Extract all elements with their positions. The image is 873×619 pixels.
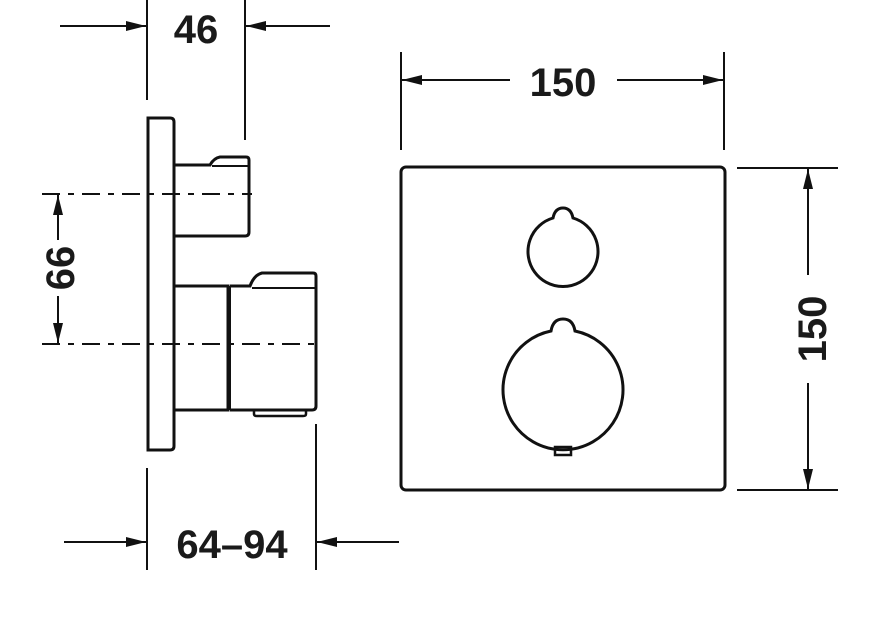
front-view: 150 150 xyxy=(399,52,838,492)
dim-label-46: 46 xyxy=(174,8,219,52)
dim-label-66: 66 xyxy=(39,246,83,291)
dim-label-64-94: 64–94 xyxy=(176,523,288,567)
dim-label-width-150: 150 xyxy=(530,61,597,105)
side-view: 46 66 64–94 xyxy=(39,0,399,570)
dim-label-height-150: 150 xyxy=(791,296,835,363)
small-knob-icon xyxy=(526,206,600,288)
large-knob-tab xyxy=(553,445,573,457)
square-cover-plate xyxy=(399,165,727,492)
lower-knob-body xyxy=(175,284,230,412)
cover-plate-profile xyxy=(146,116,176,452)
upper-knob-body xyxy=(175,155,251,238)
large-knob-icon xyxy=(501,317,625,452)
lever-tab xyxy=(252,410,308,418)
